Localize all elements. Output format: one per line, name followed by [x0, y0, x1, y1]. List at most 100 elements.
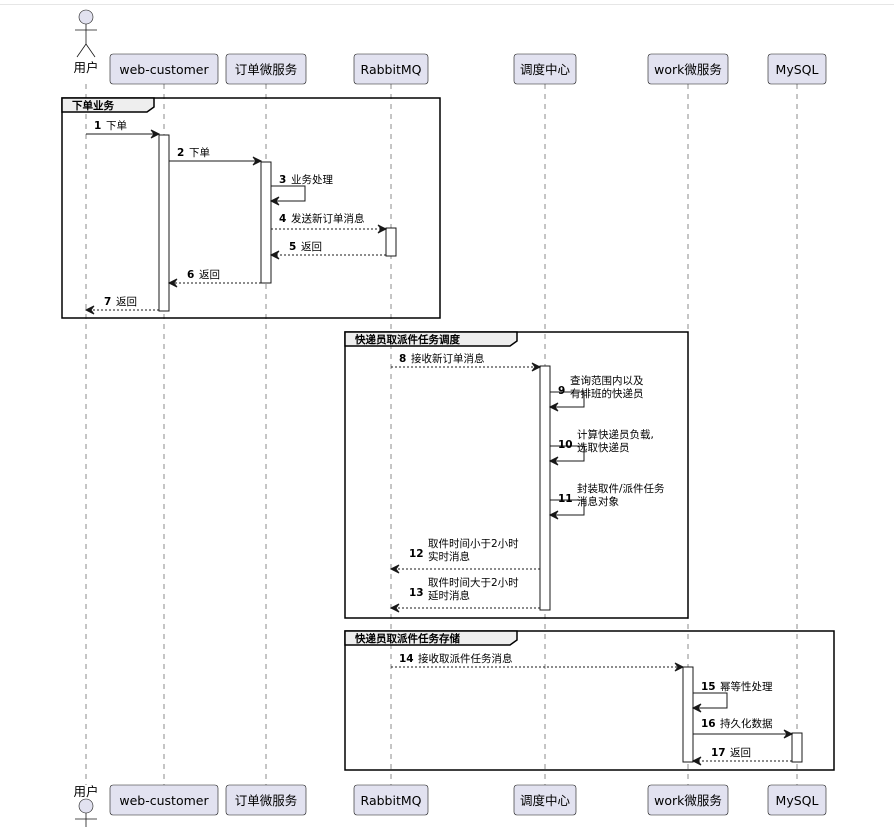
arrow-head — [691, 703, 702, 713]
message-label: 下单 — [106, 120, 127, 132]
activation-dispatch — [539, 365, 551, 611]
message-number: 9 — [558, 385, 565, 397]
message-number: 11 — [558, 493, 573, 505]
arrow-head — [150, 129, 161, 139]
message-label: 选取快递员 — [577, 441, 630, 454]
activation-webc — [158, 134, 170, 312]
participant-order-bottom: 订单微服务 — [225, 784, 307, 816]
participant-webc-top: web-customer — [109, 53, 219, 85]
message-label: 下单 — [189, 147, 210, 159]
message-label: 接收新订单消息 — [411, 352, 485, 365]
actor-head-icon — [78, 9, 94, 25]
message-label: 实时消息 — [428, 550, 470, 563]
participant-label: RabbitMQ — [361, 62, 422, 77]
self-message-line — [550, 445, 585, 462]
message-label: 返回 — [730, 747, 751, 759]
actor-label: 用户 — [73, 60, 98, 75]
message-number: 1 — [94, 120, 101, 132]
fragment-tab — [344, 331, 518, 347]
fragment-tab — [61, 97, 155, 113]
fragment-label: 快递员取派件任务调度 — [354, 333, 460, 346]
participant-webc-bottom: web-customer — [109, 784, 219, 816]
activation-mysql — [791, 732, 803, 763]
activation-work — [682, 666, 694, 763]
message-number: 12 — [409, 548, 424, 560]
actor-leg-right — [85, 43, 96, 58]
participant-label: 调度中心 — [520, 793, 571, 808]
message-number: 14 — [399, 653, 414, 665]
self-message-line — [271, 185, 306, 202]
message-label: 发送新订单消息 — [291, 212, 365, 225]
arrow-head — [167, 278, 178, 288]
fragment-tab — [344, 630, 518, 646]
participant-box — [647, 784, 729, 816]
message-label: 封装取件/派件任务 — [577, 482, 665, 495]
participant-mq-top: RabbitMQ — [353, 53, 429, 85]
message-number: 5 — [289, 241, 296, 253]
message-5: 5 返回 — [269, 241, 386, 260]
actor-head-icon — [78, 798, 94, 814]
message-number: 3 — [279, 174, 286, 186]
message-label: 计算快递员负载, — [577, 428, 654, 441]
self-message-line — [693, 692, 728, 709]
participant-label: 调度中心 — [520, 62, 571, 77]
participant-label: 订单微服务 — [235, 793, 298, 808]
participant-dispatch-bottom: 调度中心 — [513, 784, 577, 816]
actor-top: 用户 — [73, 9, 99, 75]
participant-label: RabbitMQ — [361, 793, 422, 808]
arrow-head — [269, 250, 280, 260]
arrow-head — [389, 564, 400, 574]
arrow-head — [674, 662, 685, 672]
participant-box — [353, 784, 429, 816]
participant-box — [353, 53, 429, 85]
message-label: 返回 — [301, 241, 322, 253]
fragment-label: 快递员取派件任务存储 — [354, 632, 460, 645]
participant-box — [767, 53, 827, 85]
participant-box — [109, 784, 219, 816]
participant-mysql-bottom: MySQL — [767, 784, 827, 816]
participant-order-top: 订单微服务 — [225, 53, 307, 85]
participant-mq-bottom: RabbitMQ — [353, 784, 429, 816]
message-number: 6 — [187, 269, 194, 281]
arrow-head — [783, 729, 794, 739]
participant-mysql-top: MySQL — [767, 53, 827, 85]
participant-label: web-customer — [119, 793, 209, 808]
participant-label: MySQL — [776, 793, 819, 808]
participant-label: 订单微服务 — [235, 62, 298, 77]
participant-box — [513, 784, 577, 816]
message-label: 消息对象 — [577, 495, 619, 508]
message-label: 延时消息 — [428, 589, 470, 602]
top-divider — [0, 4, 894, 5]
arrow-head — [269, 196, 280, 206]
message-label: 查询范围内以及 — [570, 374, 644, 387]
message-label: 取件时间大于2小时 — [428, 576, 519, 589]
participant-box — [513, 53, 577, 85]
message-number: 16 — [701, 718, 716, 730]
activations — [158, 134, 803, 763]
message-label: 接收取派件任务消息 — [418, 652, 513, 665]
participant-box — [225, 784, 307, 816]
arrow-head — [548, 510, 559, 520]
participant-box — [647, 53, 729, 85]
message-1: 1 下单 — [86, 120, 161, 139]
participant-box — [767, 784, 827, 816]
message-label: 有排班的快递员 — [570, 387, 644, 400]
participant-box — [225, 53, 307, 85]
arrow-head — [691, 756, 702, 766]
participant-label: web-customer — [119, 62, 209, 77]
message-number: 15 — [701, 681, 716, 693]
self-message-line — [550, 499, 585, 516]
arrow-head — [252, 156, 263, 166]
activation-mq — [385, 227, 397, 257]
